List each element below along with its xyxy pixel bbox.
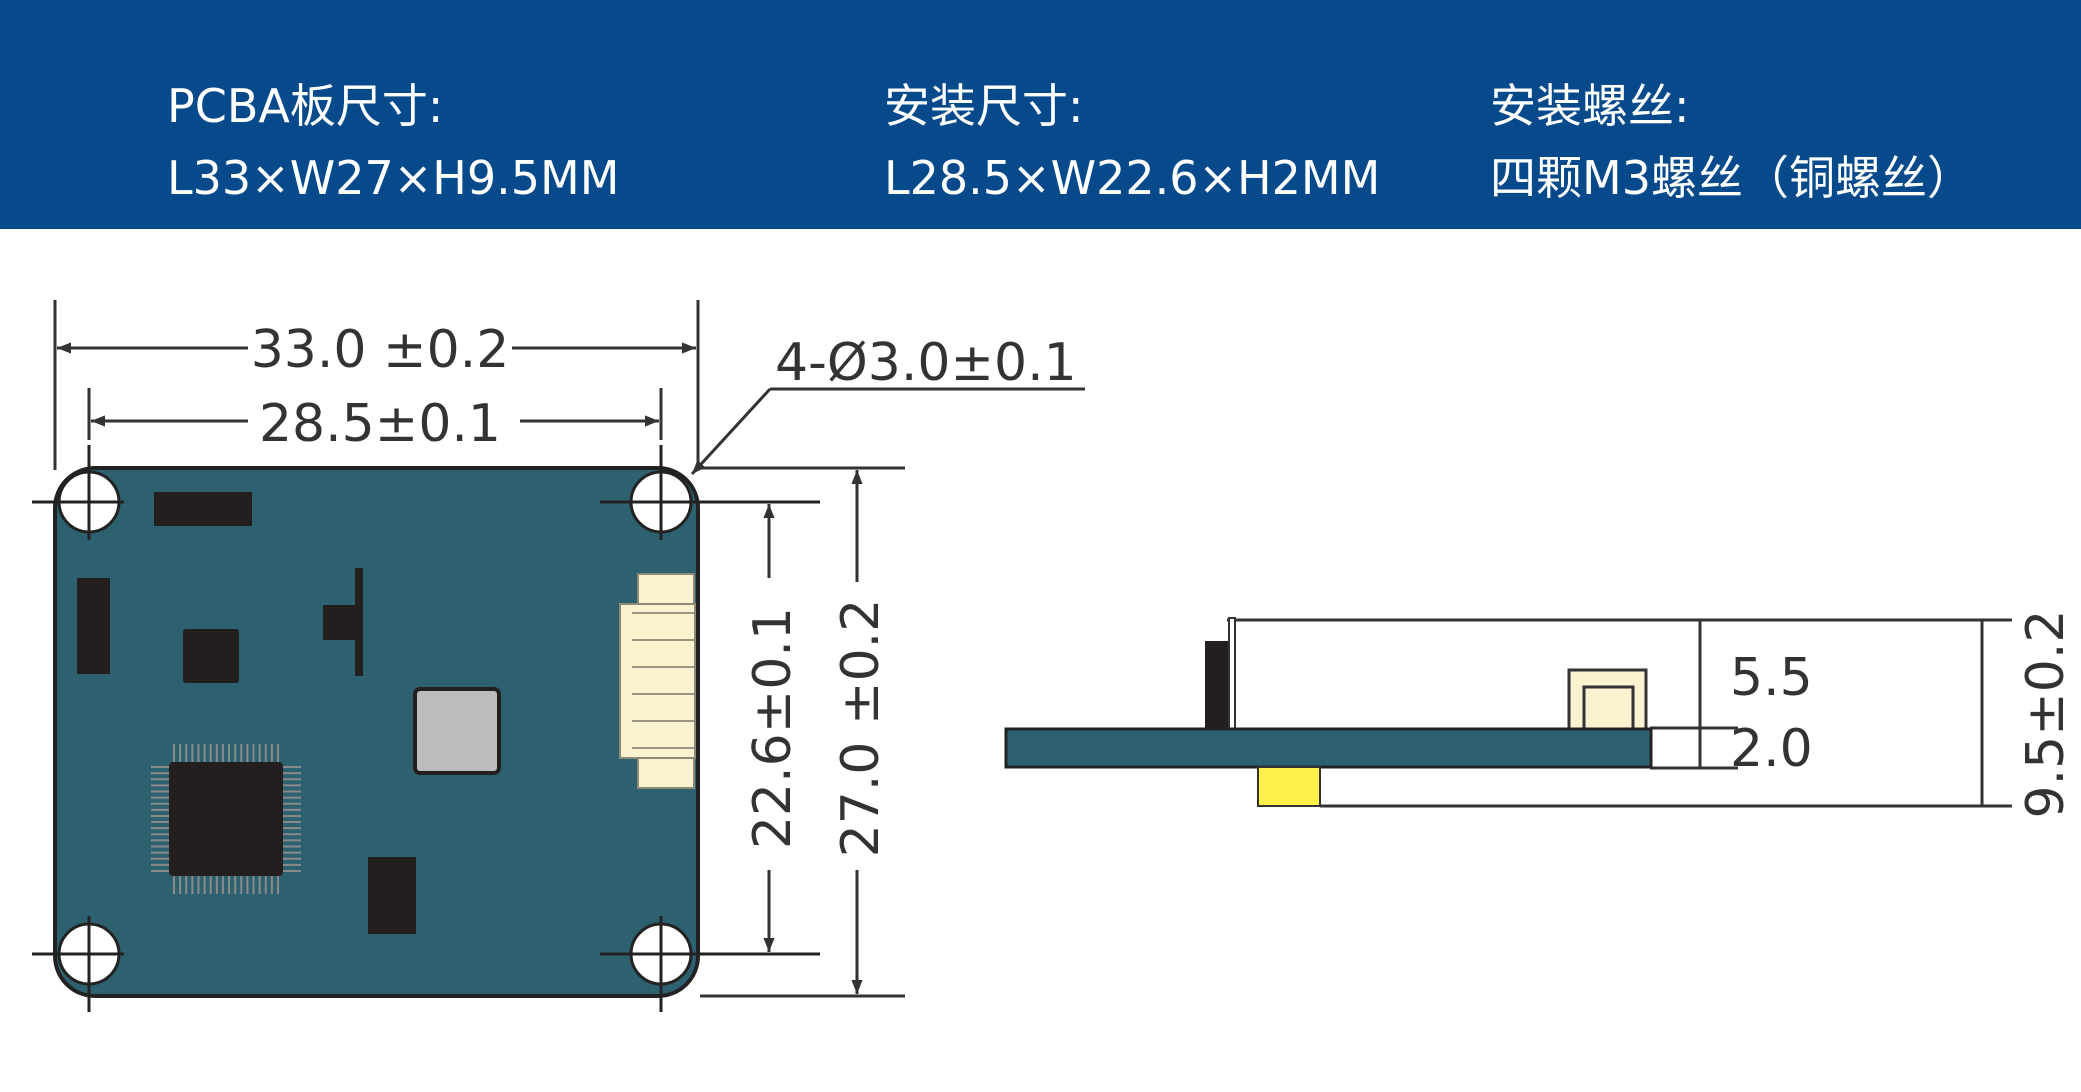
spec-mount-screws: 安装螺丝: 四颗M3螺丝（铜螺丝） — [1490, 70, 1973, 214]
side-connector-profile — [1567, 668, 1648, 732]
hole-callout: 4-Ø3.0±0.1 — [775, 333, 1077, 393]
dim-overall-width: 33.0 ±0.2 — [251, 320, 510, 380]
spec-label: 安装螺丝: — [1490, 79, 1690, 133]
dim-mount-height: 22.6±0.1 — [743, 607, 803, 849]
spec-value: L33×W27×H9.5MM — [167, 151, 620, 205]
dim-component-height: 5.5 — [1730, 648, 1813, 708]
mount-hole-top-left — [32, 445, 124, 540]
extension-lines — [53, 300, 905, 998]
header-banner: PCBA板尺寸: L33×W27×H9.5MM 安装尺寸: L28.5×W22.… — [0, 0, 2081, 229]
mount-hole-bottom-left — [32, 916, 124, 1012]
dim-mount-width: 28.5±0.1 — [259, 394, 501, 454]
pcb-side-profile — [1004, 727, 1653, 769]
qfp-chip — [151, 744, 301, 894]
spec-pcba-size: PCBA板尺寸: L33×W27×H9.5MM — [167, 70, 619, 214]
spec-label: PCBA板尺寸: — [167, 79, 444, 133]
mount-hole-bottom-right — [600, 916, 820, 1012]
sensor-square — [413, 687, 501, 775]
hole-callout-leader — [690, 387, 772, 476]
bottom-chip — [368, 857, 416, 934]
dim-board-thickness: 2.0 — [1730, 719, 1813, 779]
side-view: 5.5 2.0 9.5±0.2 — [1004, 610, 2076, 819]
side-connector — [619, 573, 696, 789]
mount-hole-top-right — [600, 445, 820, 540]
spec-value: 四颗M3螺丝（铜螺丝） — [1490, 151, 1973, 205]
top-connector-chip — [154, 492, 252, 526]
small-part — [323, 605, 357, 640]
side-upright-part — [1205, 641, 1229, 729]
spec-value: L28.5×W22.6×H2MM — [884, 151, 1381, 205]
vertical-part — [355, 568, 363, 676]
bottom-yellow-part — [1257, 766, 1321, 807]
dim-total-height: 9.5±0.2 — [2016, 610, 2076, 819]
dim-overall-height: 27.0 ±0.2 — [831, 599, 891, 858]
top-view: 33.0 ±0.2 28.5±0.1 4-Ø3.0±0.1 22.6±0.1 2… — [32, 300, 1085, 1012]
left-chip — [77, 578, 110, 674]
small-square-chip — [183, 629, 239, 683]
spec-mount-size: 安装尺寸: L28.5×W22.6×H2MM — [884, 70, 1380, 214]
spec-label: 安装尺寸: — [884, 79, 1084, 133]
